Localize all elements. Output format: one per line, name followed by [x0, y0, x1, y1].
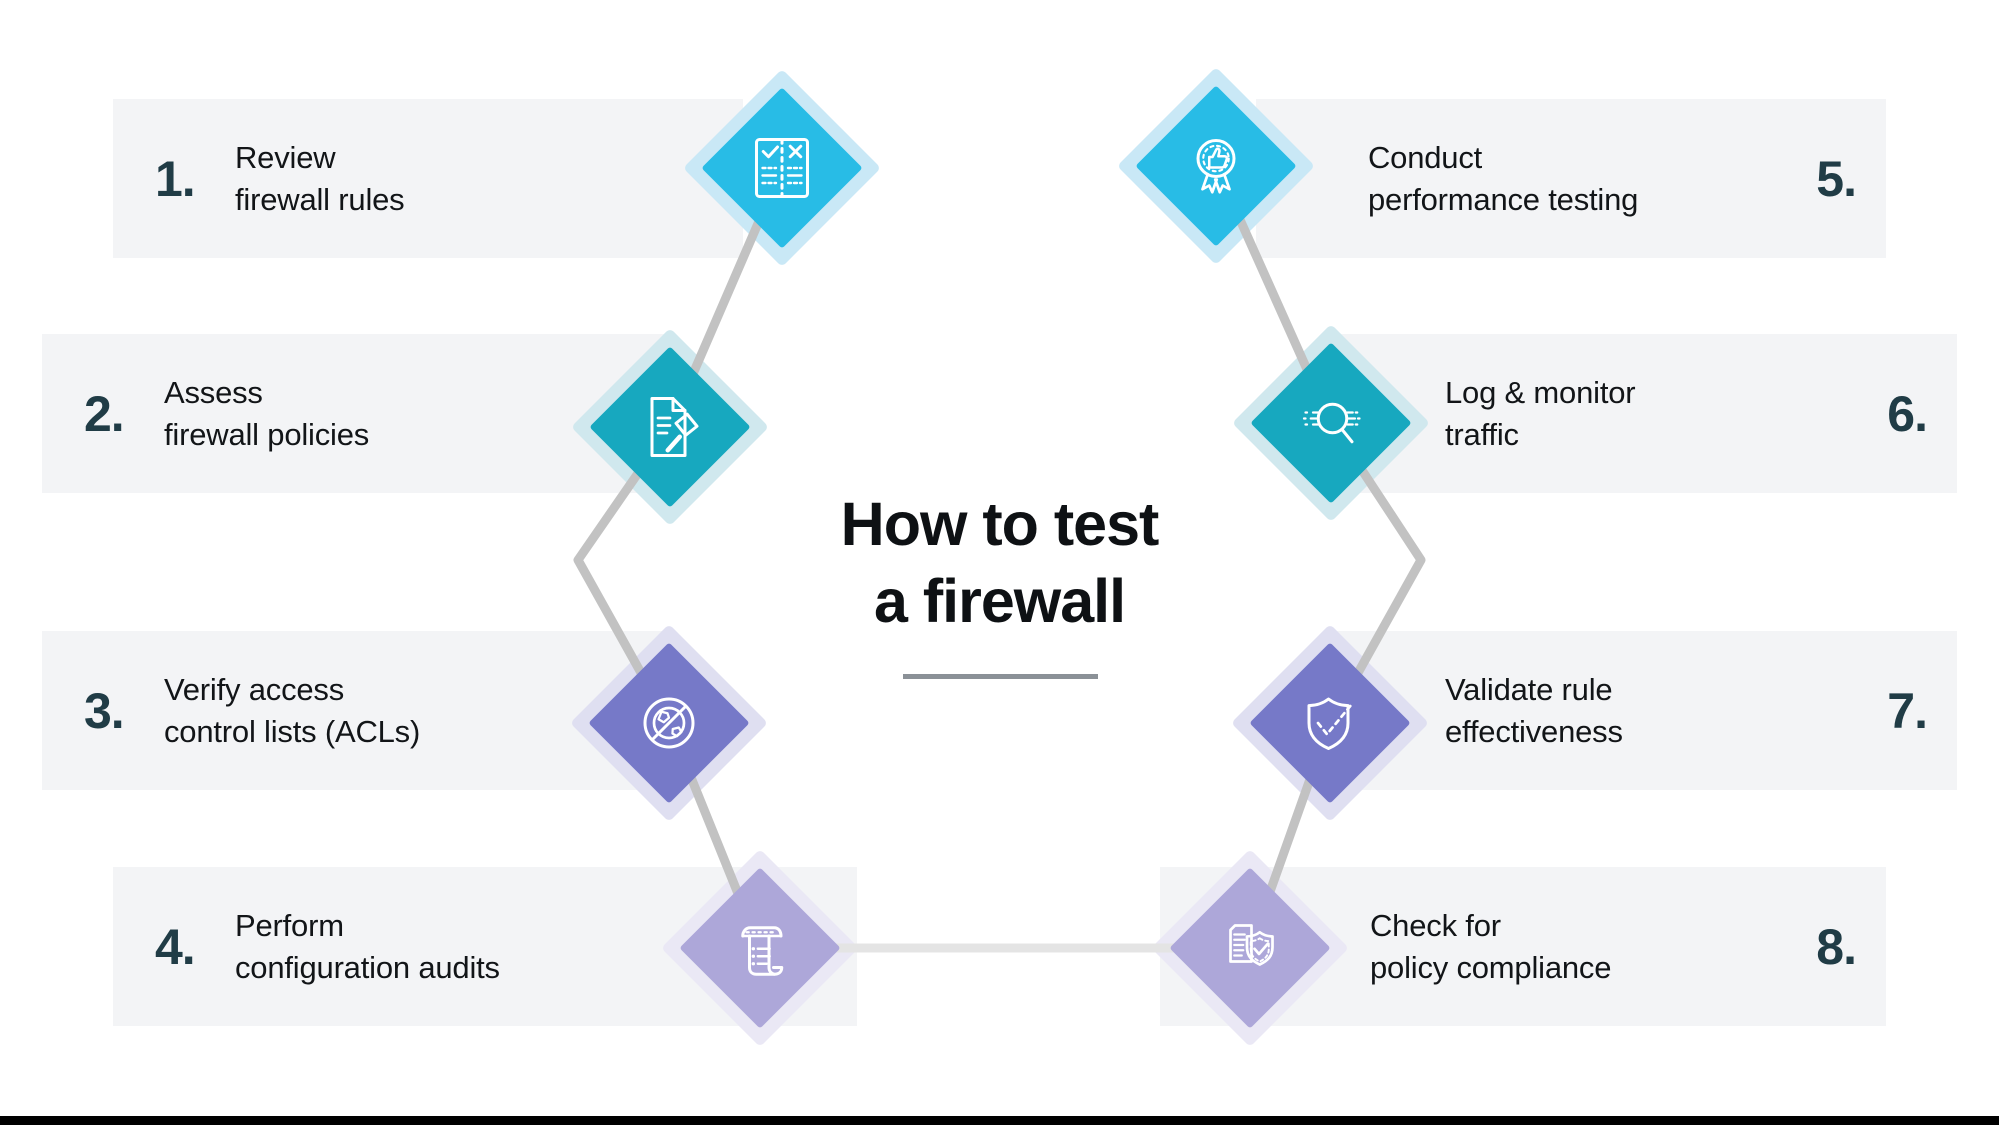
step-card-7: Validate rule effectiveness 7.: [1327, 631, 1957, 790]
step-label: Validate rule effectiveness: [1445, 669, 1623, 753]
scroll-icon: [741, 926, 784, 976]
step-card-6: Log & monitor traffic 6.: [1327, 334, 1957, 493]
step-label: Review firewall rules: [235, 137, 405, 221]
step-number: 1.: [155, 150, 196, 207]
step-label-line1: Check for: [1370, 907, 1501, 943]
step-number: 4.: [155, 918, 196, 975]
step-label-line2: firewall policies: [164, 416, 370, 452]
title-divider: [903, 674, 1098, 679]
step-card-2: 2. Assess firewall policies: [42, 334, 672, 493]
step-number: 3.: [84, 682, 125, 739]
step-label-line1: Perform: [235, 907, 344, 943]
step-label-line1: Review: [235, 139, 336, 175]
step-label-line2: effectiveness: [1445, 713, 1623, 749]
step-label: Perform configuration audits: [235, 905, 500, 989]
page-title: How to test a firewall: [840, 486, 1160, 640]
step-label-line2: policy compliance: [1370, 949, 1612, 985]
step-card-3: 3. Verify access control lists (ACLs): [42, 631, 672, 790]
connector-right-segment: [1211, 164, 1426, 950]
page-title-line2: a firewall: [873, 567, 1126, 635]
step-label-line2: control lists (ACLs): [164, 713, 421, 749]
document-shield-icon: [1229, 924, 1274, 966]
step-label-line2: performance testing: [1368, 181, 1639, 217]
award-thumbs-up-icon: [1196, 139, 1236, 194]
step-label: Check for policy compliance: [1370, 905, 1611, 989]
step-label-line1: Verify access: [164, 671, 345, 707]
step-number: 2.: [84, 385, 125, 442]
step-number: 7.: [1887, 682, 1928, 739]
connector-left-segment: [573, 166, 787, 950]
shield-check-icon: [1307, 697, 1354, 750]
step-label: Log & monitor traffic: [1445, 372, 1636, 456]
globe-blocked-icon: [643, 697, 695, 749]
step-label-line1: Conduct: [1368, 139, 1483, 175]
step-number: 5.: [1816, 150, 1857, 207]
step-number: 6.: [1887, 385, 1928, 442]
step-label-line2: firewall rules: [235, 181, 405, 217]
step-label-line2: configuration audits: [235, 949, 500, 985]
step-label: Verify access control lists (ACLs): [164, 669, 420, 753]
step-label: Assess firewall policies: [164, 372, 369, 456]
step-label-line2: traffic: [1445, 416, 1519, 452]
step-label-line1: Assess: [164, 374, 263, 410]
step-label: Conduct performance testing: [1368, 137, 1638, 221]
step-card-1: 1. Review firewall rules: [113, 99, 743, 258]
page-title-line1: How to test: [840, 490, 1160, 558]
step-card-5: Conduct performance testing 5.: [1256, 99, 1886, 258]
checklist-icon: [755, 138, 809, 198]
step-label-line1: Log & monitor: [1445, 374, 1636, 410]
step-label-line1: Validate rule: [1445, 671, 1613, 707]
search-traffic-icon: [1302, 402, 1362, 444]
footer-bar: [0, 1116, 1999, 1125]
step-number: 8.: [1816, 918, 1857, 975]
document-gavel-icon: [650, 397, 699, 457]
